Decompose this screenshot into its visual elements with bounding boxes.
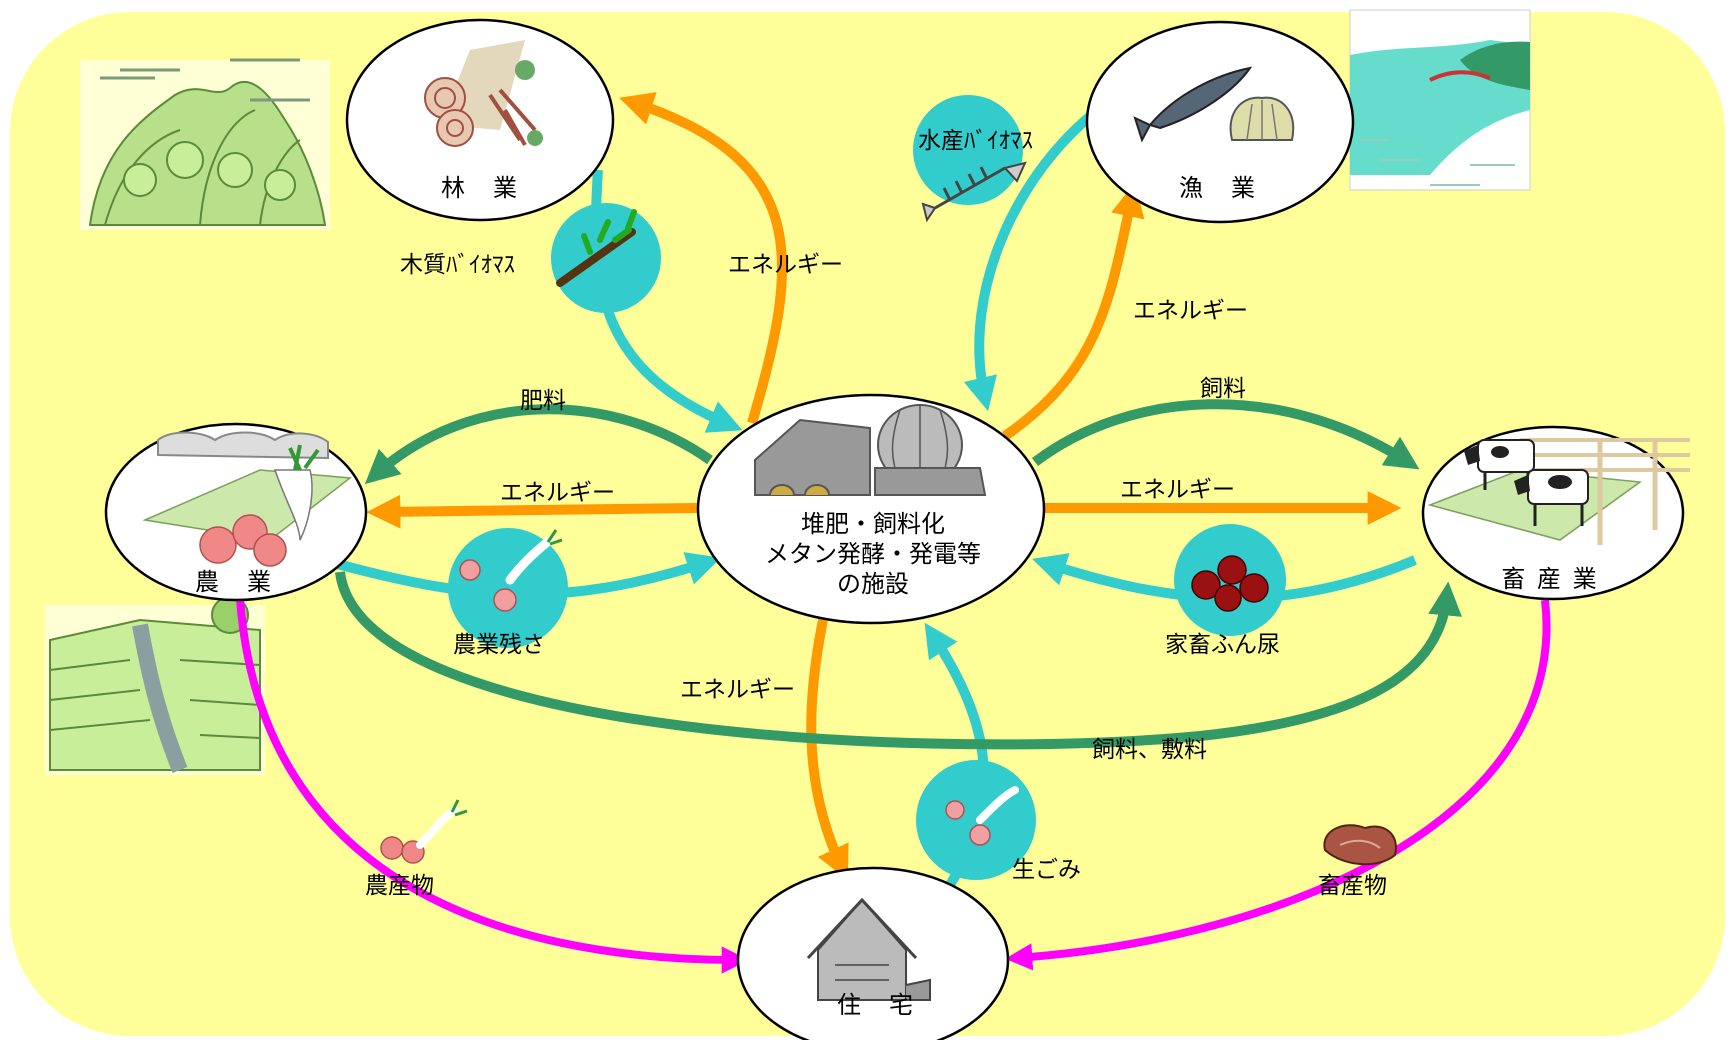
fertilizer-arrow [364, 404, 713, 485]
cow-icon [1427, 438, 1690, 545]
energy-agriculture-label: エネルギー [500, 480, 615, 506]
vegetables-icon [199, 444, 320, 567]
marine-biomass-arrow [963, 106, 1102, 412]
fishery-node [1085, 20, 1355, 224]
energy-to-forestry-arrow [619, 92, 788, 425]
marine-biomass-label: 水産ﾊﾞｲｵﾏｽ [918, 128, 1033, 154]
kitchen-waste-bubble [916, 760, 1036, 880]
crop-residue-label: 農業残さ [453, 632, 545, 658]
agri-product-icon [380, 799, 468, 864]
fish-icon [1133, 66, 1253, 143]
agri-products-arrow [236, 597, 749, 974]
shell-icon [1229, 96, 1295, 141]
fish-bone-icon [934, 166, 1006, 210]
manure-label: 家畜ふん尿 [1165, 632, 1280, 658]
coast-icon [1349, 9, 1531, 191]
feed-arrow [1031, 399, 1420, 470]
crop-residue-bubble [448, 528, 568, 648]
agriculture-label: 農 業 [195, 568, 273, 596]
manure-icon [1191, 555, 1269, 612]
energy-to-fishery-arrow [1002, 182, 1145, 441]
livestock-label: 畜 産 業 [1501, 565, 1598, 593]
livestock-products-label: 畜産物 [1318, 873, 1387, 899]
energy-forestry-label: エネルギー [728, 252, 843, 278]
energy-housing-label: エネルギー [680, 677, 795, 703]
agri-products-label: 農産物 [365, 873, 434, 899]
energy-fishery-label: エネルギー [1133, 298, 1248, 324]
fertilizer-label: 肥料 [520, 388, 566, 414]
meat-icon [1323, 824, 1397, 866]
wood-biomass-bubble [551, 203, 661, 313]
energy-to-agriculture-arrow [366, 494, 698, 529]
feed-bedding-arrow [335, 571, 1463, 750]
energy-livestock-label: エネルギー [1120, 477, 1235, 503]
feed-bedding-label: 飼料、敷料 [1092, 737, 1207, 763]
forestry-label: 林 業 [441, 174, 519, 202]
marine-biomass-bubble [913, 95, 1027, 223]
facility-label-line1: 堆肥・飼料化 [801, 510, 945, 538]
tree-branch-icon [556, 228, 636, 287]
house-icon [806, 897, 931, 1001]
facility-label-line3: の施設 [837, 570, 909, 598]
paddy-field-icon [45, 596, 265, 775]
feed-label: 飼料 [1200, 376, 1246, 402]
facility-label-line2: メタン発酵・発電等 [765, 540, 981, 568]
wood-biomass-label: 木質ﾊﾞｲｵﾏｽ [400, 252, 515, 278]
fishery-label: 漁 業 [1179, 174, 1257, 202]
housing-label: 住 宅 [837, 991, 915, 1019]
lumber-icon [424, 40, 543, 147]
mountain-icon [80, 58, 330, 230]
energy-to-housing-arrow [806, 619, 849, 881]
biogas-plant-icon [754, 404, 987, 496]
manure-bubble [1174, 524, 1286, 636]
kitchen-waste-label: 生ごみ [1012, 857, 1081, 883]
